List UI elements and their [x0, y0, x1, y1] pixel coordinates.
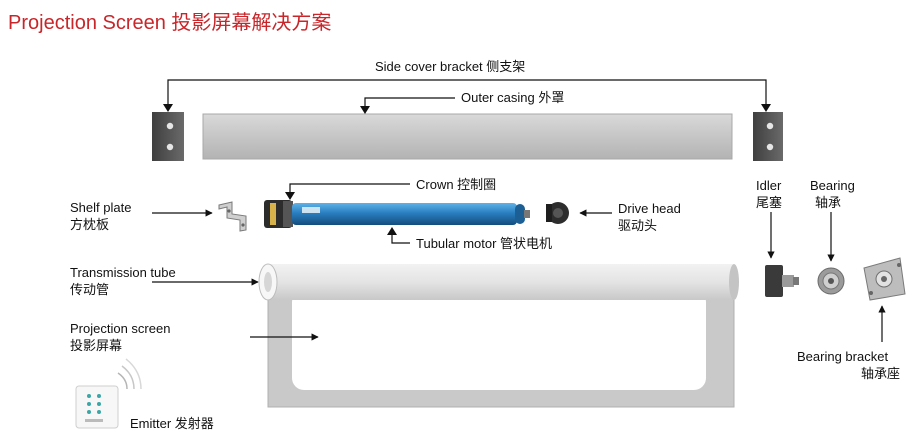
tubular-motor-label: Tubular motor 管状电机	[416, 236, 553, 251]
page-title: Projection Screen 投影屏幕解决方案	[8, 12, 332, 34]
idler-label-en: Idler	[756, 178, 782, 193]
drive-head-label-en: Drive head	[618, 201, 681, 216]
bearing-label-cn: 轴承	[815, 195, 842, 210]
transmission-tube-label-en: Transmission tube	[70, 265, 176, 280]
crown-label: Crown 控制圈	[416, 177, 497, 192]
bearing-label-en: Bearing	[810, 178, 855, 193]
crown-leader	[285, 183, 410, 200]
side-cover-bracket-label: Side cover bracket 侧支架	[375, 59, 526, 74]
side-cover-bracket-leader	[163, 79, 771, 112]
transmission-tube-label-cn: 传动管	[70, 282, 110, 297]
projection-screen	[267, 283, 735, 408]
outer-casing-label: Outer casing 外罩	[461, 90, 565, 105]
projection-screen-label-en: Projection screen	[70, 321, 171, 336]
side-cover-bracket-left	[152, 112, 184, 161]
idler	[765, 265, 799, 297]
bearing-bracket	[863, 257, 906, 301]
tubular-motor	[264, 200, 530, 228]
bearing-bracket-label-cn: 轴承座	[861, 366, 901, 381]
emitter	[75, 358, 142, 429]
shelf-plate-label-cn: 方枕板	[70, 217, 110, 232]
idler-label-cn: 尾塞	[756, 195, 783, 210]
drive-head-label-cn: 驱动头	[618, 218, 658, 233]
side-cover-bracket-right	[753, 112, 783, 161]
transmission-tube	[258, 263, 739, 301]
emitter-label: Emitter 发射器	[130, 416, 214, 431]
bearing-bracket-label-en: Bearing bracket	[797, 349, 889, 364]
projection-screen-label-cn: 投影屏幕	[70, 338, 123, 353]
drive-head	[546, 202, 569, 224]
tubular-motor-leader	[387, 227, 410, 244]
outer-casing	[202, 113, 733, 160]
outer-casing-leader	[360, 97, 455, 114]
shelf-plate-label-en: Shelf plate	[70, 200, 132, 215]
shelf-plate	[218, 201, 247, 232]
bearing	[817, 267, 845, 295]
